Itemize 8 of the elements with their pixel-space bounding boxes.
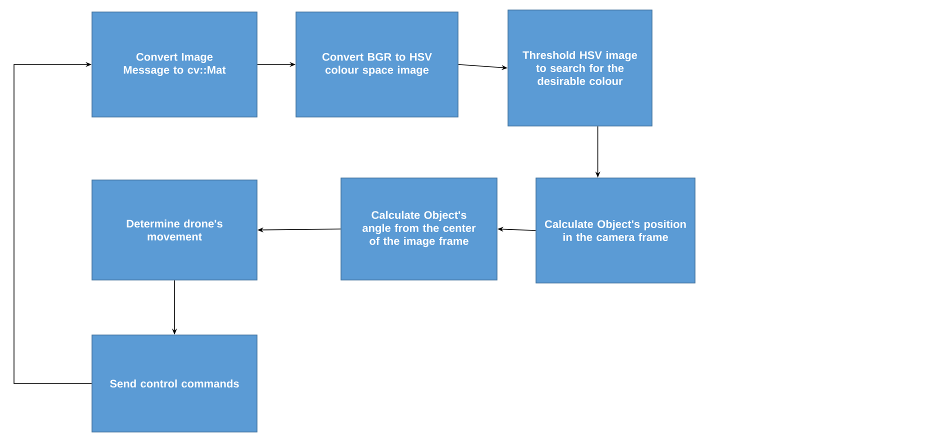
process-box: Threshold HSV image to search for the desirable colour — [508, 10, 652, 126]
process-box: Calculate Object's position in the camera frame — [536, 178, 696, 284]
process-box: Send control commands — [92, 334, 258, 432]
process-box: Determine drone's movement — [92, 180, 258, 280]
arrow — [14, 62, 92, 384]
process-box: Convert BGR to HSV colour space image — [296, 12, 458, 118]
process-box: Calculate Object's angle from the center of the image frame — [340, 178, 498, 280]
process-box: Convert Image Message to cv::Mat — [92, 12, 258, 118]
